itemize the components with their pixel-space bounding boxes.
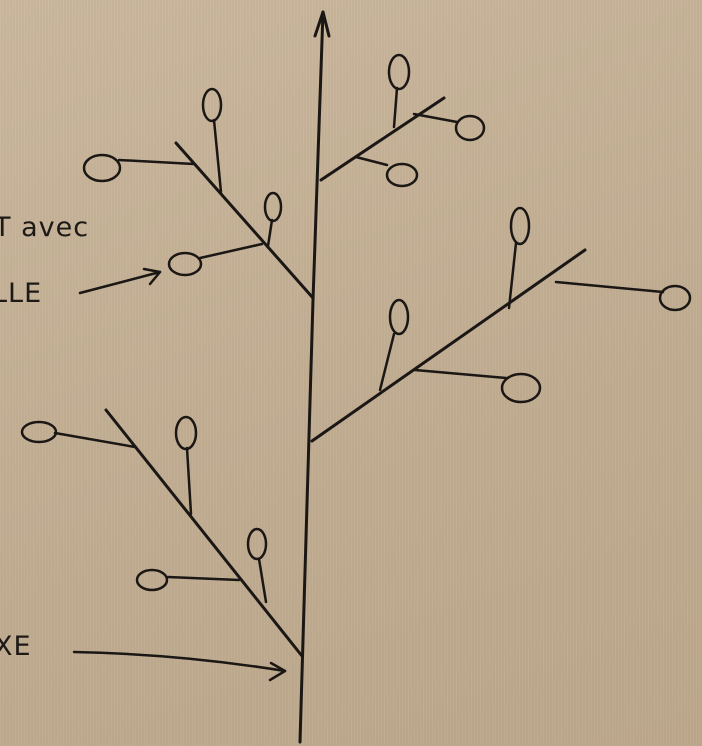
label-middle-line: LLE xyxy=(0,278,42,309)
flower-bud xyxy=(137,570,167,590)
main-axis-line xyxy=(300,12,323,742)
flower-bud xyxy=(84,155,120,181)
flower-bud xyxy=(22,422,56,442)
branch-lower-left xyxy=(22,410,302,656)
flower-bud xyxy=(390,300,408,334)
flower-bud xyxy=(176,417,196,449)
flower-bud xyxy=(660,286,690,310)
flower-bud xyxy=(387,164,417,186)
arrow-to-flower xyxy=(80,269,160,293)
flower-bud xyxy=(248,529,266,559)
branch-upper-right xyxy=(321,55,484,186)
arrow-to-axis xyxy=(74,652,285,680)
flower-bud xyxy=(389,55,409,89)
label-top-line: T avec xyxy=(0,212,89,243)
flower-bud xyxy=(265,193,281,221)
branch-upper-left xyxy=(84,89,313,298)
flower-bud xyxy=(169,253,201,275)
label-bottom-line: XE xyxy=(0,631,32,662)
flower-bud xyxy=(511,208,529,244)
flower-bud xyxy=(502,374,540,402)
flower-bud xyxy=(203,89,221,121)
flower-bud xyxy=(456,116,484,140)
branch-middle-right xyxy=(312,208,690,441)
